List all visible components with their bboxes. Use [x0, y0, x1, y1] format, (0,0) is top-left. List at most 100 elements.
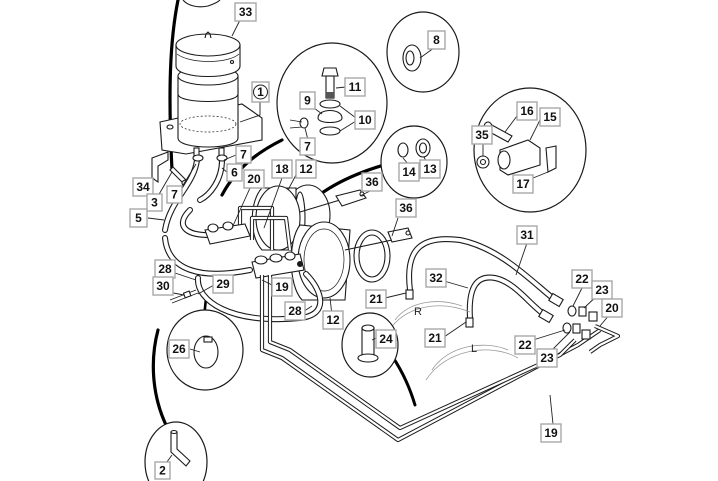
callout-20-rear[interactable]: 20 — [601, 298, 623, 318]
callout-1[interactable]: 1 — [251, 81, 270, 103]
svg-text:8: 8 — [433, 33, 440, 47]
callout-12-upper[interactable]: 12 — [295, 159, 317, 179]
callout-10[interactable]: 10 — [354, 110, 376, 130]
callout-30[interactable]: 30 — [152, 276, 174, 296]
hose-clamp-26 — [193, 335, 219, 369]
svg-text:12: 12 — [326, 313, 340, 327]
callout-36-upper[interactable]: 36 — [361, 172, 383, 192]
callout-29[interactable]: 29 — [212, 274, 234, 294]
callout-9[interactable]: 9 — [299, 91, 316, 110]
svg-text:11: 11 — [349, 80, 362, 94]
callout-6[interactable]: 6 — [226, 163, 243, 182]
clip-7-left — [192, 154, 204, 162]
callout-26[interactable]: 26 — [168, 339, 190, 359]
callout-20-upper[interactable]: 20 — [243, 169, 265, 189]
svg-text:22: 22 — [518, 338, 532, 352]
svg-text:21: 21 — [428, 331, 442, 345]
callout-28-left[interactable]: 28 — [154, 259, 176, 279]
callout-21-right[interactable]: 21 — [365, 289, 387, 309]
cap-rim — [176, 53, 240, 62]
clip-17 — [545, 145, 557, 173]
callout-32[interactable]: 32 — [425, 268, 447, 288]
callout-18[interactable]: 18 — [271, 159, 293, 179]
callout-19-manifold[interactable]: 19 — [271, 277, 293, 297]
callout-33[interactable]: 33 — [234, 2, 257, 22]
callout-24[interactable]: 24 — [375, 329, 397, 349]
clip-7-right — [216, 154, 228, 162]
svg-text:6: 6 — [231, 166, 238, 180]
callout-2[interactable]: 2 — [154, 461, 171, 480]
callout-11[interactable]: 11 — [344, 77, 366, 97]
heavy-arc-bottom-mid — [390, 354, 417, 407]
svg-text:1: 1 — [257, 85, 264, 99]
callout-35[interactable]: 35 — [471, 125, 493, 145]
callout-7-left[interactable]: 7 — [166, 185, 183, 204]
svg-text:15: 15 — [543, 110, 557, 124]
callout-19-long[interactable]: 19 — [540, 423, 562, 443]
svg-text:10: 10 — [358, 113, 372, 127]
svg-text:23: 23 — [595, 283, 609, 297]
union-21-right — [405, 289, 414, 300]
svg-text:30: 30 — [156, 279, 170, 293]
clevis-15 — [499, 139, 541, 176]
svg-text:5: 5 — [135, 211, 142, 225]
svg-text:35: 35 — [475, 128, 489, 142]
callout-13[interactable]: 13 — [419, 159, 441, 179]
callout-7-right[interactable]: 7 — [235, 145, 252, 164]
detail-circle-valve — [341, 312, 399, 378]
svg-text:31: 31 — [520, 228, 534, 242]
svg-text:7: 7 — [304, 140, 311, 154]
svg-text:22: 22 — [575, 272, 589, 286]
grommet-8-outer — [402, 44, 422, 72]
svg-text:32: 32 — [429, 271, 443, 285]
callout-3[interactable]: 3 — [146, 193, 163, 212]
callout-28-right[interactable]: 28 — [284, 301, 306, 321]
svg-text:18: 18 — [275, 162, 289, 176]
valve-29 — [182, 290, 192, 299]
svg-text:7: 7 — [171, 188, 178, 202]
callout-7-detail[interactable]: 7 — [299, 137, 316, 156]
svg-text:14: 14 — [402, 165, 416, 179]
svg-text:24: 24 — [379, 332, 393, 346]
callout-12-lower[interactable]: 12 — [322, 310, 344, 330]
bolt-11-head — [321, 67, 339, 77]
callout-31[interactable]: 31 — [516, 225, 538, 245]
heavy-arc-lower-left — [151, 328, 168, 427]
callout-23-lower[interactable]: 23 — [536, 348, 558, 368]
callout-17[interactable]: 17 — [512, 174, 534, 194]
callout-15[interactable]: 15 — [539, 107, 561, 127]
svg-text:13: 13 — [423, 162, 437, 176]
washer-14 — [397, 142, 409, 158]
callout-34[interactable]: 34 — [132, 177, 154, 197]
detail-circle-top-partial — [182, 0, 221, 8]
callout-22-upper[interactable]: 22 — [571, 269, 593, 289]
banjo-9 — [317, 109, 343, 124]
reservoir-body — [177, 87, 239, 148]
valve-24 — [361, 327, 375, 357]
svg-text:28: 28 — [288, 304, 302, 318]
callout-14[interactable]: 14 — [398, 162, 420, 182]
wheel-label-left: L — [471, 343, 477, 355]
master-cylinders — [204, 184, 413, 301]
svg-text:21: 21 — [369, 292, 383, 306]
svg-text:36: 36 — [399, 201, 413, 215]
callout-21-left[interactable]: 21 — [424, 328, 446, 348]
washer-10-lower — [319, 126, 341, 136]
svg-text:16: 16 — [520, 104, 534, 118]
washer-22-upper — [567, 305, 577, 317]
svg-text:20: 20 — [247, 172, 261, 186]
svg-text:3: 3 — [151, 196, 158, 210]
callout-23-upper[interactable]: 23 — [591, 280, 613, 300]
svg-text:33: 33 — [239, 5, 253, 19]
rigid-pipes — [259, 275, 621, 443]
callout-36-lower[interactable]: 36 — [395, 198, 417, 218]
callout-16[interactable]: 16 — [516, 101, 538, 121]
nut-23-upper — [578, 306, 587, 317]
callout-22-lower[interactable]: 22 — [514, 335, 536, 355]
booster-lower-face — [297, 221, 351, 299]
callout-8[interactable]: 8 — [427, 30, 446, 50]
svg-text:17: 17 — [516, 177, 530, 191]
fluid-level-line — [179, 115, 237, 133]
pushrod-36-upper — [335, 189, 367, 207]
callout-5[interactable]: 5 — [129, 208, 148, 228]
